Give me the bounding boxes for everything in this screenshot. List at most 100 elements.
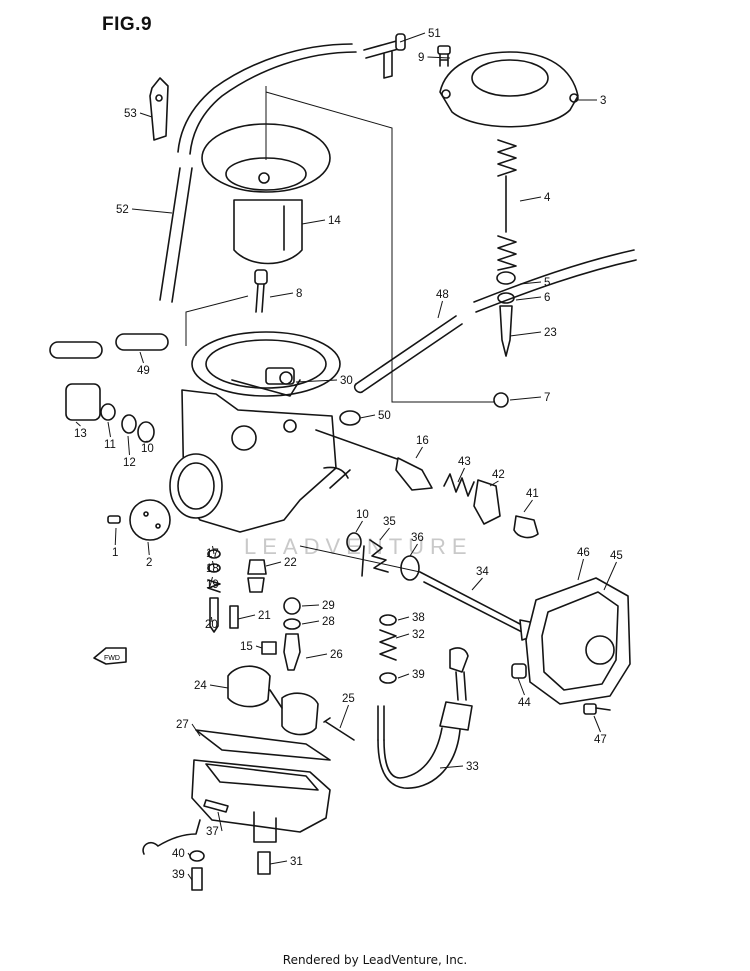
- callout-leader: [517, 677, 525, 696]
- callout-number: 3: [600, 95, 606, 107]
- callout-number: 39: [412, 669, 425, 681]
- callout-leader: [515, 296, 542, 301]
- part-float-bowl: [191, 729, 331, 843]
- callout-leader: [379, 527, 390, 541]
- callout-number: 45: [610, 550, 623, 562]
- part-overflow-hose: [353, 249, 637, 394]
- callout-number: 37: [206, 826, 219, 838]
- part-screw-31: [279, 371, 293, 385]
- callout-number: 20: [205, 619, 218, 631]
- callout-number: 5: [544, 277, 550, 289]
- callout-leader: [212, 560, 215, 569]
- callout-number: 11: [104, 439, 116, 451]
- callout-leader: [147, 541, 150, 556]
- callout-leader: [519, 281, 542, 285]
- part-vent-hose: [159, 43, 357, 303]
- callout-number: 32: [412, 629, 425, 641]
- callout-leader: [509, 396, 542, 401]
- callout-leader: [217, 811, 223, 832]
- callout-leader: [75, 421, 81, 427]
- callout-leader: [209, 576, 213, 587]
- callout-number: 9: [418, 52, 424, 64]
- callout-leader: [305, 653, 328, 659]
- callout-number: 46: [577, 547, 590, 559]
- callout-number: 19: [206, 579, 219, 591]
- part-jets: [207, 549, 267, 633]
- callout-leader: [187, 873, 193, 881]
- callout-number: 4: [544, 192, 551, 204]
- callout-leader: [265, 561, 282, 567]
- callout-leader: [209, 684, 229, 689]
- part-drain-screw: [203, 799, 229, 813]
- callout-number: 48: [436, 289, 449, 301]
- callout-leader: [397, 673, 410, 679]
- callout-leader: [519, 196, 542, 202]
- callout-leader: [409, 543, 418, 557]
- part-needle-clip: [496, 271, 516, 285]
- callout-number: 41: [526, 488, 539, 500]
- callout-leader: [523, 499, 533, 513]
- part-float-valve: [261, 597, 301, 671]
- callout-number: 27: [176, 719, 189, 731]
- guide-line-cover: [265, 86, 500, 403]
- callout-number: 24: [194, 680, 207, 692]
- part-throttle-cable: [377, 647, 473, 789]
- callout-leader: [439, 765, 464, 769]
- part-short-hoses: [49, 333, 169, 359]
- callout-leader: [355, 520, 363, 533]
- callout-number: 13: [74, 428, 87, 440]
- part-screw: [437, 45, 451, 67]
- callout-number: 6: [544, 292, 550, 304]
- callout-number: 51: [428, 28, 441, 40]
- callout-number: 49: [137, 365, 150, 377]
- callout-leader: [139, 351, 144, 364]
- part-carburetor-body: [169, 331, 351, 533]
- callout-leader: [339, 704, 349, 729]
- part-washer-41: [189, 850, 205, 862]
- callout-number: 22: [284, 557, 297, 569]
- callout-number: 25: [342, 693, 355, 705]
- footer-credit: Rendered by LeadVenture, Inc.: [282, 953, 468, 967]
- part-wire-clip: [142, 819, 201, 855]
- callout-leader: [603, 561, 617, 591]
- callout-number: 35: [383, 516, 396, 528]
- callout-number: 39: [172, 869, 185, 881]
- callout-number: 42: [492, 469, 505, 481]
- callout-labels: 1234567891010111213141516171819202122232…: [74, 28, 623, 881]
- callout-number: 16: [416, 435, 429, 447]
- part-seat: [493, 392, 509, 408]
- part-float-pin: [323, 717, 355, 741]
- callout-leader: [269, 292, 294, 298]
- callout-number: 23: [544, 327, 557, 339]
- callout-number: 26: [330, 649, 343, 661]
- part-side-cover: [525, 577, 631, 705]
- callout-number: 30: [340, 375, 353, 387]
- callout-number: 7: [544, 392, 550, 404]
- callout-leader: [144, 440, 148, 443]
- callout-leader: [191, 723, 201, 737]
- callout-number: 12: [123, 457, 136, 469]
- callout-number: 14: [328, 215, 341, 227]
- part-spring: [497, 139, 517, 271]
- callout-number: 29: [322, 600, 335, 612]
- callout-leader: [301, 219, 326, 225]
- part-starter-plunger: [315, 429, 539, 539]
- part-screw-32: [257, 851, 271, 875]
- callout-number: 2: [146, 557, 152, 569]
- callout-leader: [593, 715, 601, 733]
- callout-number: 15: [240, 641, 253, 653]
- callout-leader-lines: [75, 32, 617, 881]
- callout-number: 38: [412, 612, 425, 624]
- callout-leader: [301, 620, 320, 625]
- fwd-arrow-icon: [93, 647, 127, 665]
- callout-number: 21: [258, 610, 271, 622]
- callout-leader: [212, 545, 215, 555]
- callout-number: 34: [476, 566, 489, 578]
- callout-leader: [457, 467, 465, 483]
- callout-leader: [114, 527, 117, 546]
- callout-leader: [471, 577, 483, 591]
- callout-leader: [577, 558, 584, 581]
- watermark-text: LEADVENTURE: [244, 534, 473, 559]
- part-hose-clamp: [149, 77, 169, 141]
- callout-leader: [127, 435, 130, 456]
